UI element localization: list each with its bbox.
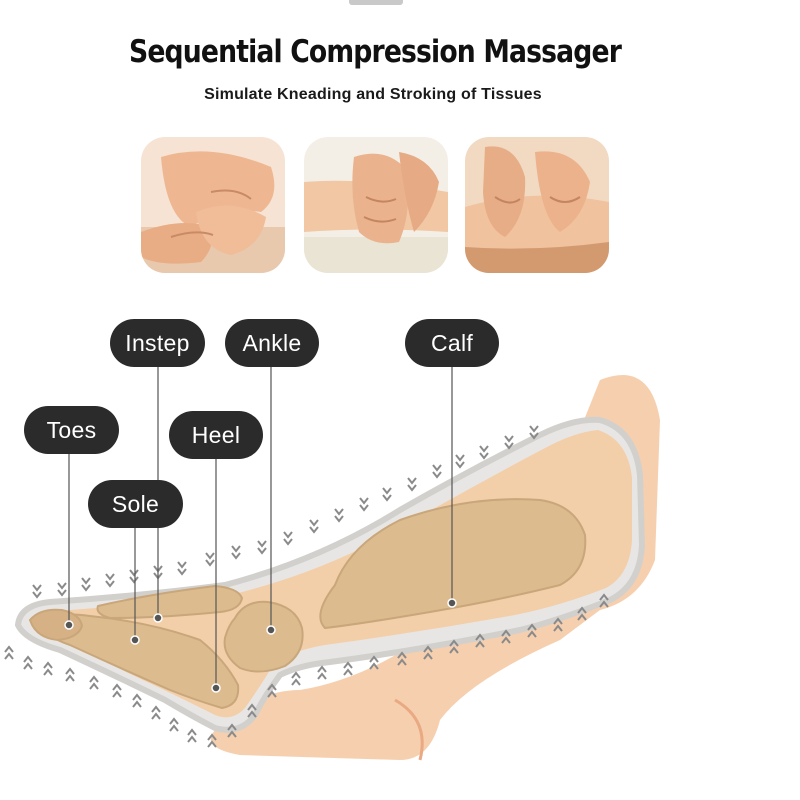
- toes-label: Toes: [24, 406, 119, 454]
- ankle-massage-photo: [304, 137, 448, 273]
- foot-kneading-photo: [141, 137, 285, 273]
- calf-label: Calf: [405, 319, 499, 367]
- calf-chamber: [319, 498, 587, 630]
- ankle-chamber: [223, 600, 304, 673]
- ankle-label: Ankle: [225, 319, 319, 367]
- sole-label: Sole: [88, 480, 183, 528]
- compression-arrows-bottom: [4, 593, 609, 748]
- ankle-dot: [266, 625, 276, 635]
- sole-dot: [130, 635, 140, 645]
- leader-lines: [68, 367, 453, 688]
- sole-heel-chamber: [38, 613, 240, 710]
- compression-arrows-top: [32, 425, 539, 599]
- page-title: Sequential Compression Massager: [128, 34, 622, 70]
- calf-dot: [447, 598, 457, 608]
- heel-dot: [211, 683, 221, 693]
- drag-handle: [349, 0, 403, 5]
- instep-label: Instep: [110, 319, 205, 367]
- page-subtitle: Simulate Kneading and Stroking of Tissue…: [204, 86, 542, 103]
- heel-label: Heel: [169, 411, 263, 459]
- toes-dot: [64, 620, 74, 630]
- calf-stroking-photo: [465, 137, 609, 273]
- instep-dot: [153, 613, 163, 623]
